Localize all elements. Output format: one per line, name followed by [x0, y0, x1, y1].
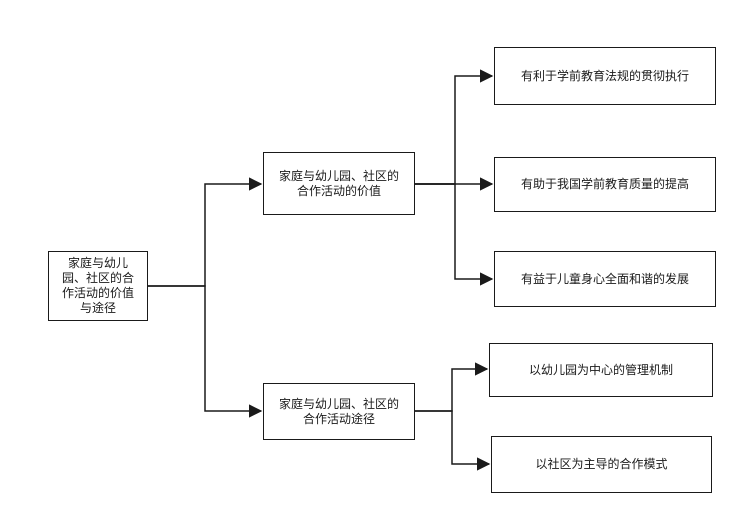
connector-root-to-value	[148, 177, 263, 287]
value-leaf-node: 有利于学前教育法规的贯彻执行	[494, 47, 716, 105]
root-node-line: 作活动的价值	[61, 286, 134, 300]
path-branch-node: 家庭与幼儿园、社区的 合作活动途径	[263, 383, 415, 440]
root-node-line: 园、社区的合	[61, 271, 134, 285]
path-leaf-label: 以社区为主导的合作模式	[535, 457, 668, 471]
path-leaf-node: 以幼儿园为中心的管理机制	[489, 343, 713, 397]
value-leaf-node: 有助于我国学前教育质量的提高	[494, 157, 716, 212]
connector-root-to-path	[148, 285, 263, 418]
root-node-line: 与途径	[79, 301, 116, 315]
value-branch-node: 家庭与幼儿园、社区的 合作活动的价值	[263, 152, 415, 215]
value-leaf-label: 有助于我国学前教育质量的提高	[520, 177, 689, 191]
path-branch-line: 合作活动途径	[302, 411, 375, 426]
root-node-line: 家庭与幼儿	[67, 256, 128, 270]
path-leaf-node: 以社区为主导的合作模式	[491, 436, 712, 493]
connector-value-to-leaf-1	[415, 69, 494, 185]
value-leaf-label: 有利于学前教育法规的贯彻执行	[520, 68, 689, 83]
connector-value-to-leaf-3	[415, 183, 494, 286]
connector-path-to-leaf-2	[415, 410, 491, 471]
value-branch-line: 家庭与幼儿园、社区的	[278, 168, 399, 183]
value-branch-line: 合作活动的价值	[296, 183, 381, 198]
root-node: 家庭与幼儿 园、社区的合 作活动的价值 与途径	[48, 251, 148, 321]
path-leaf-label: 以幼儿园为中心的管理机制	[528, 362, 673, 377]
path-branch-line: 家庭与幼儿园、社区的	[278, 396, 399, 411]
value-leaf-label: 有益于儿童身心全面和谐的发展	[520, 271, 689, 286]
value-leaf-node: 有益于儿童身心全面和谐的发展	[494, 251, 716, 307]
connector-path-to-leaf-1	[415, 362, 489, 412]
